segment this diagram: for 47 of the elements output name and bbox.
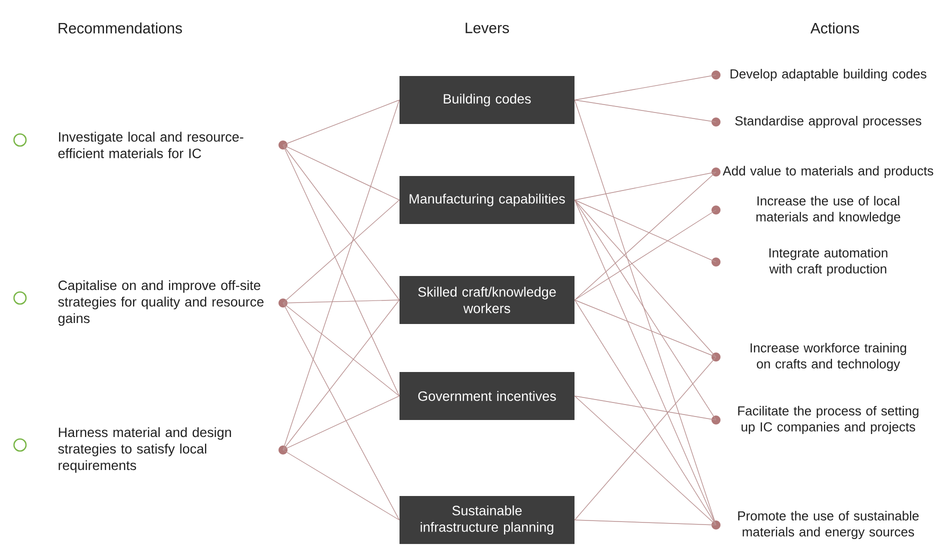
lever-box: Building codes [400,76,574,124]
connector-line [574,172,716,200]
action-text: Increase workforce training on crafts and technology [750,342,906,372]
connector-line [574,300,716,526]
connector-line [574,172,716,300]
column-heading: Actions [810,22,860,34]
connector-line [282,300,400,450]
connector-line [282,144,400,300]
connector-line [574,396,716,526]
connector-line [282,200,400,304]
connector-line [574,200,716,526]
action-text: Increase the use of local materials and knowledge [756,196,900,224]
connector-line [574,100,716,526]
connector-line [574,300,716,358]
lever-box: Manufacturing capabilities [400,176,574,224]
recommendation-text: Capitalise on and improve off-site strategies for quality and resource gains [58,280,264,326]
connector-line [574,520,716,526]
connector-line [574,100,716,122]
recommendation-text: Investigate local and resource-efficient materials for IC [58,132,244,158]
connector-line [574,356,716,520]
lever-box: Government incentives [400,372,574,420]
action-text: Facilitate the process of setting up IC companies and projects [738,406,918,434]
action-text: Standardise approval processes [735,116,922,128]
connector-line [282,144,400,200]
action-text: Develop adaptable building codes [730,68,926,82]
connector-line [282,300,400,304]
connector-line [282,100,400,450]
recommendation-text: Harness material and design strategies to satisfy local requirements [58,427,231,473]
connector-line [574,74,716,100]
connector-line [574,396,716,420]
action-text: Add value to materials and products [722,166,934,178]
connector-line [574,200,716,420]
column-heading: Recommendations [58,22,182,34]
action-text: Promote the use of sustainable materials and energy sources [738,510,919,540]
connector-line [282,450,400,520]
action-text: Integrate automation with craft production [769,248,888,276]
lever-box: Sustainable infrastructure planning [400,496,574,544]
connector-line [282,396,400,450]
connector-line [282,302,400,520]
connector-line [282,144,400,396]
lever-box: Skilled craft/knowledge workers [400,276,574,324]
connector-line [282,302,400,396]
connector-line [574,200,716,262]
connector-line [574,210,716,300]
connector-line [574,200,716,358]
column-heading: Levers [466,22,509,34]
connector-line [282,100,400,146]
